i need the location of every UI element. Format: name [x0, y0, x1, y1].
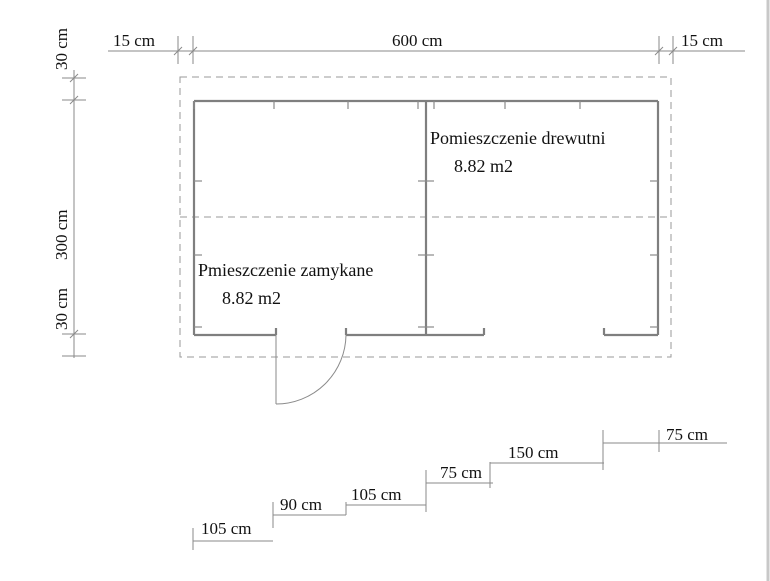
room-name-woodshed: Pomieszczenie drewutni [430, 128, 605, 148]
dimension-label-left-total: 300 cm [52, 209, 71, 260]
left-dimension-line [62, 70, 86, 358]
stair-dimension-2: 90 cm [280, 495, 322, 514]
dimension-label-top-right: 15 cm [681, 31, 723, 50]
dimension-label-left-bottom: 30 cm [52, 288, 71, 330]
building-walls [192, 99, 660, 337]
room-name-closed: Pmieszczenie zamykane [198, 260, 373, 280]
top-dimension-line [108, 36, 745, 64]
door-swing [275, 334, 347, 405]
dimension-label-top-left: 15 cm [113, 31, 155, 50]
stair-dimension-5: 150 cm [508, 443, 559, 462]
room-area-woodshed: 8.82 m2 [454, 156, 513, 176]
dimension-label-left-top: 30 cm [52, 28, 71, 70]
stair-dimension-3: 105 cm [351, 485, 402, 504]
dimension-label-top-total: 600 cm [392, 31, 443, 50]
roof-outline [179, 76, 672, 358]
post-markers [193, 101, 658, 328]
bottom-dimension-lines [192, 430, 727, 550]
stair-dimension-1: 105 cm [201, 519, 252, 538]
stair-dimension-6: 75 cm [666, 425, 708, 444]
stair-dimension-4: 75 cm [440, 463, 482, 482]
room-area-closed: 8.82 m2 [222, 288, 281, 308]
